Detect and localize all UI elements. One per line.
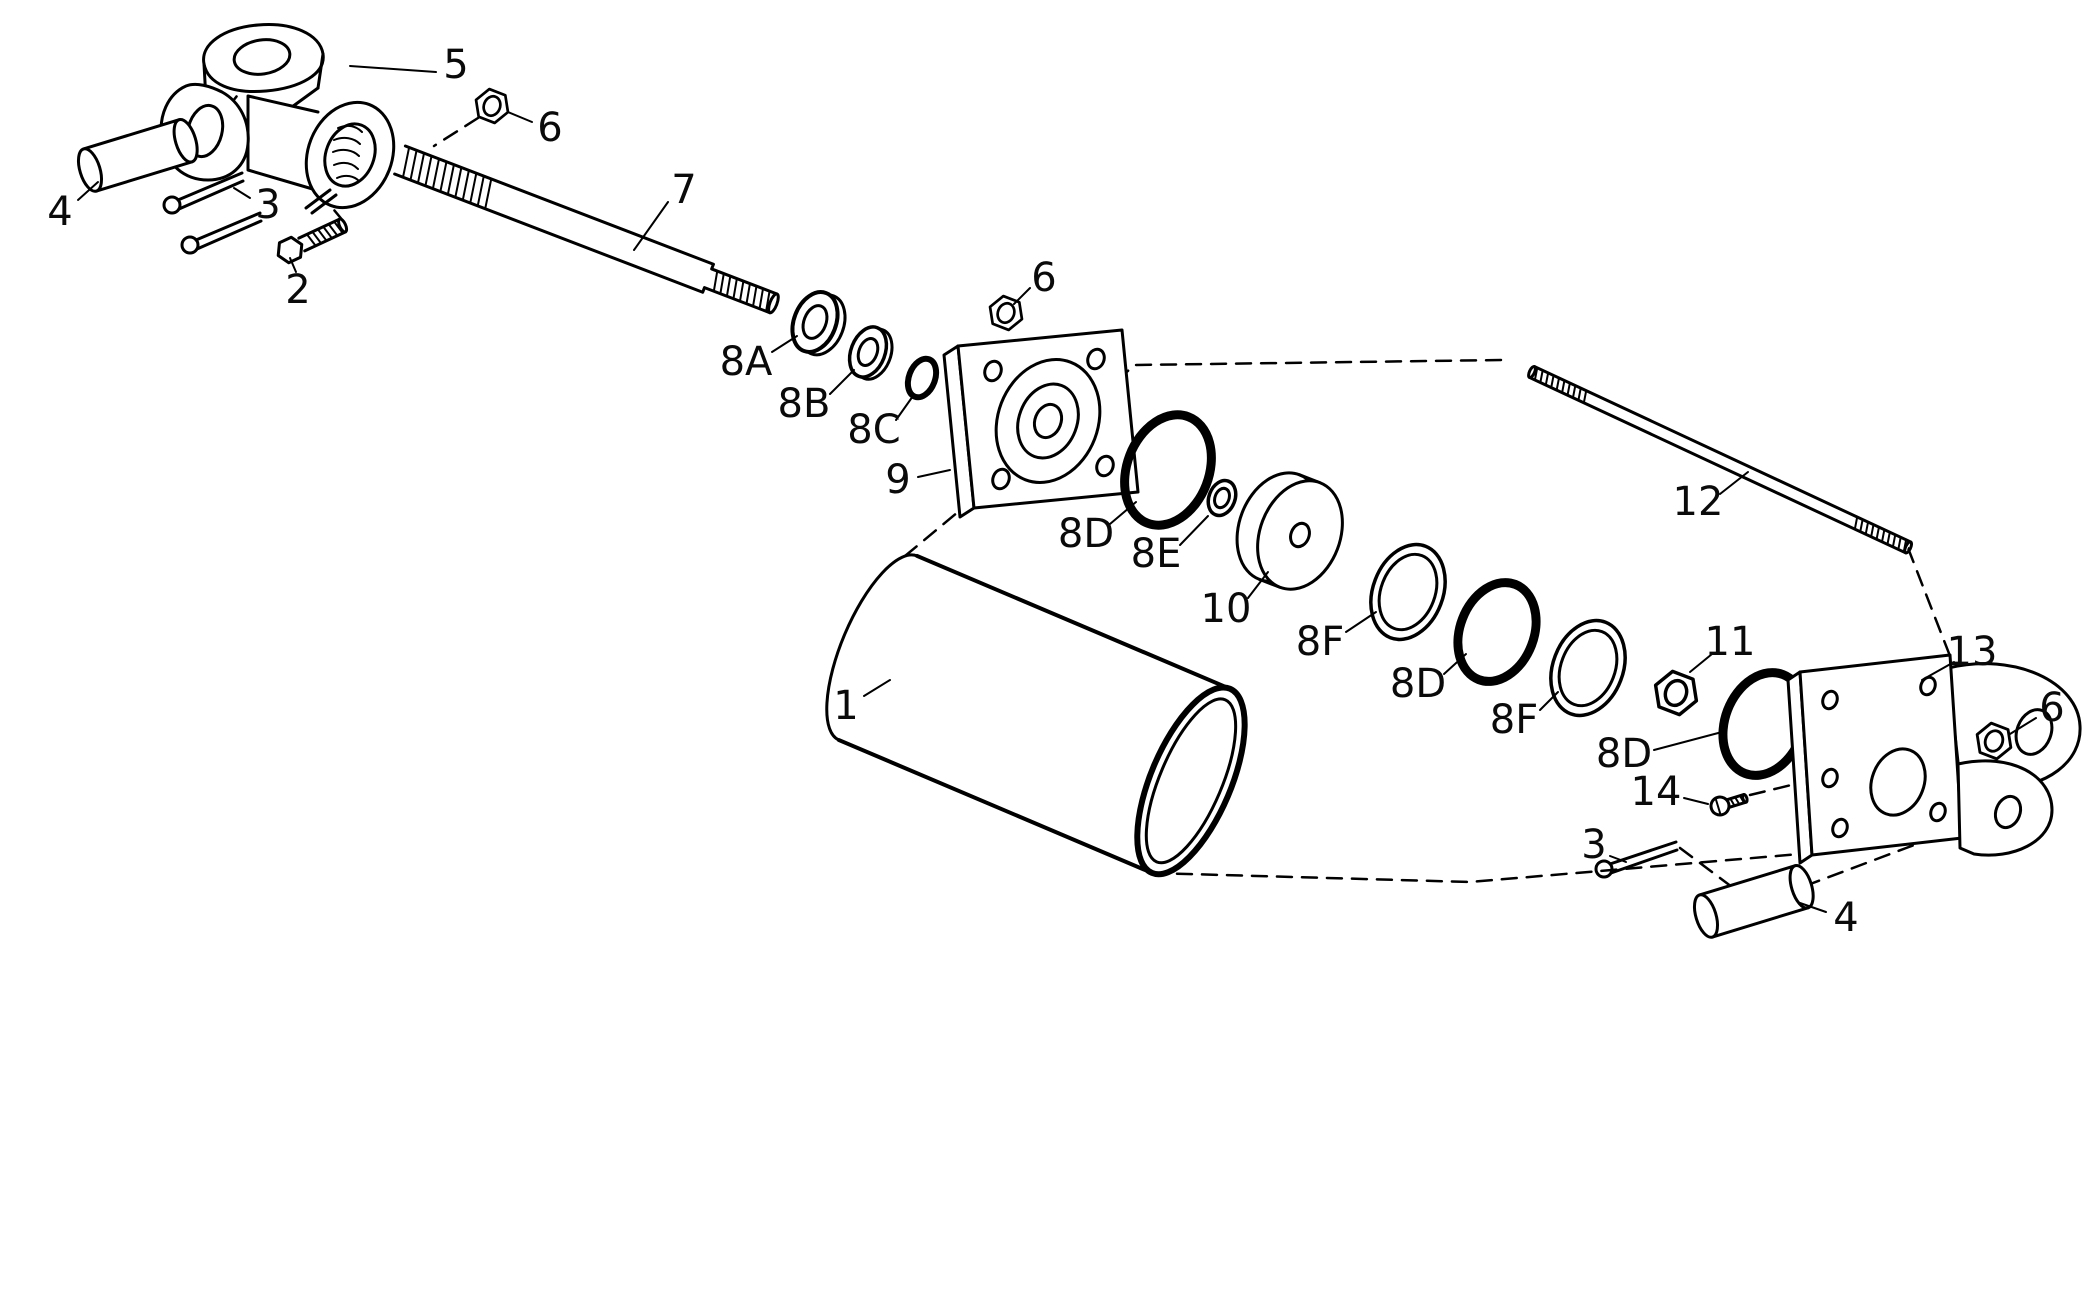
part-number: 2 bbox=[285, 267, 310, 313]
label-part8d-2: 8D bbox=[1390, 653, 1467, 707]
bolt-thread-marks bbox=[305, 220, 344, 247]
label-part8f-1: 8F bbox=[1296, 611, 1377, 665]
label-part6-top: 6 bbox=[507, 105, 563, 151]
label-part8d-1: 8D bbox=[1058, 501, 1137, 557]
label-part8f-2: 8F bbox=[1490, 691, 1559, 743]
part-number: 9 bbox=[885, 457, 910, 503]
label-part8a: 8A bbox=[720, 335, 798, 385]
part-number: 8E bbox=[1131, 531, 1182, 577]
part-3-cotter-pin-bottom bbox=[1594, 840, 1679, 879]
part-number: 3 bbox=[1581, 822, 1606, 868]
label-part7: 7 bbox=[633, 167, 697, 251]
part-number: 5 bbox=[443, 42, 468, 88]
part-8d-o-ring-1 bbox=[1120, 410, 1216, 530]
part-11-piston-nut bbox=[1647, 665, 1705, 721]
bore-thread-marks bbox=[332, 124, 363, 182]
part-number: 10 bbox=[1201, 586, 1252, 632]
part-number: 14 bbox=[1631, 769, 1682, 815]
part-14-screw bbox=[1709, 793, 1749, 817]
rod-tip-thread-marks bbox=[712, 270, 771, 313]
label-part10: 10 bbox=[1201, 571, 1269, 632]
label-part11: 11 bbox=[1689, 619, 1756, 673]
part-number: 8A bbox=[720, 339, 773, 385]
label-part3-top: 3 bbox=[233, 182, 281, 228]
part-12-tie-rod bbox=[1527, 364, 1914, 555]
part-13-end-cap bbox=[1786, 653, 2082, 865]
part-8f-ring-1 bbox=[1369, 542, 1447, 642]
end-cap-back-ear-hole bbox=[2014, 708, 2054, 756]
part-1-cylinder-tube bbox=[825, 553, 1248, 878]
part-number: 13 bbox=[1947, 629, 1998, 675]
label-part2: 2 bbox=[285, 257, 311, 313]
label-part9: 9 bbox=[885, 457, 951, 503]
part-number: 8D bbox=[1596, 731, 1652, 777]
clevis-upper-hole bbox=[232, 38, 292, 76]
end-cap-front-ear-hole bbox=[1993, 794, 2023, 830]
part-number: 8C bbox=[847, 407, 900, 453]
label-part8c: 8C bbox=[847, 395, 914, 453]
label-part13: 13 bbox=[1921, 629, 1998, 681]
end-cap-boss bbox=[1869, 747, 1927, 817]
label-part8d-3: 8D bbox=[1596, 731, 1723, 777]
part-number: 8F bbox=[1296, 619, 1344, 665]
part-number: 3 bbox=[255, 182, 280, 228]
part-number: 7 bbox=[671, 167, 696, 213]
part-number: 8B bbox=[778, 381, 831, 427]
part-8e-ring bbox=[1206, 478, 1238, 518]
part-number: 6 bbox=[537, 105, 562, 151]
part-number: 6 bbox=[1031, 255, 1056, 301]
part-number: 8D bbox=[1058, 511, 1114, 557]
part-number: 8F bbox=[1490, 697, 1538, 743]
part-10-piston bbox=[1235, 471, 1344, 591]
part-3-cotter-pins-top bbox=[162, 171, 263, 255]
label-part8b: 8B bbox=[778, 369, 855, 427]
label-part3-bottom: 3 bbox=[1581, 822, 1627, 868]
part-9-gland-plate bbox=[942, 328, 1140, 519]
rod-thread-marks bbox=[402, 146, 493, 210]
label-part6-right: 6 bbox=[2009, 685, 2065, 735]
part-2-clamp-bolt bbox=[276, 217, 349, 265]
part-4-clevis-pin-bottom bbox=[1688, 861, 1820, 942]
part-8d-o-ring-2 bbox=[1453, 578, 1541, 686]
label-part4-top: 4 bbox=[47, 181, 99, 235]
label-part8e: 8E bbox=[1131, 515, 1209, 577]
part-4-clevis-pin-top bbox=[72, 115, 204, 196]
label-part6-mid: 6 bbox=[1013, 255, 1057, 305]
part-8f-ring-2 bbox=[1549, 618, 1627, 718]
label-part5: 5 bbox=[349, 42, 469, 88]
label-part14: 14 bbox=[1631, 769, 1709, 815]
part-number: 4 bbox=[1833, 895, 1858, 941]
part-number: 12 bbox=[1673, 479, 1724, 525]
part-8c-o-ring bbox=[904, 355, 940, 401]
part-8b-washer bbox=[847, 325, 894, 381]
part-number: 8D bbox=[1390, 661, 1446, 707]
part-5-rod-clevis bbox=[159, 23, 396, 215]
tie-rod-thread-marks bbox=[1533, 366, 1908, 553]
label-part1: 1 bbox=[833, 679, 891, 729]
part-6-nut-mid bbox=[983, 291, 1029, 335]
part-8a-washer bbox=[790, 290, 847, 357]
part-number: 11 bbox=[1705, 619, 1756, 665]
part-number: 6 bbox=[2039, 685, 2064, 731]
label-part12: 12 bbox=[1673, 471, 1749, 525]
part-number: 4 bbox=[47, 189, 72, 235]
part-labels: 5 6 4 3 2 7 8A bbox=[47, 42, 2064, 941]
clamp-slot bbox=[304, 188, 338, 215]
part-number: 1 bbox=[833, 683, 858, 729]
part-7-piston-rod bbox=[393, 144, 780, 315]
label-part4-bottom: 4 bbox=[1799, 895, 1859, 941]
